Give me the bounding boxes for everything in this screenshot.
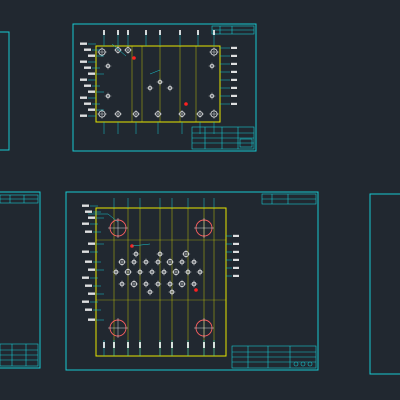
dimension-text [85,230,92,233]
title-block [231,345,317,369]
dimension-text [231,54,237,57]
dimension-text [231,62,237,65]
dimension-text [88,72,95,75]
dimension-text [231,94,237,97]
dimension-text [82,222,89,225]
dimension-text [80,42,87,45]
sheet-bottom-plate[interactable] [65,191,319,371]
red-point-marker [184,102,188,106]
leader-line [111,43,127,57]
dimension-text [139,342,141,348]
sheet-border [72,23,257,152]
dimension-text [82,300,89,303]
dimension-text [231,86,237,89]
dimension-text [159,342,161,348]
dimension-text [179,30,181,35]
dimension-text [231,46,237,49]
dimension-lines [82,198,239,356]
dimension-text [233,234,239,237]
dimension-text [84,66,91,69]
dimension-text [187,342,189,348]
dimension-text [88,216,95,219]
dimension-text [159,30,161,35]
title-block [191,126,255,150]
dimension-text [84,84,91,87]
dimension-text [103,30,105,35]
leader-line [149,69,161,75]
dimension-text [85,284,92,287]
dimension-text [213,30,215,35]
leader-line [131,243,151,247]
dimension-text [85,260,92,263]
dimension-text [145,30,147,35]
dimension-text [88,292,95,295]
plate-geometry [97,46,219,122]
dimension-text [88,242,95,245]
dimension-text [197,30,199,35]
sheet-border [65,191,319,371]
sheet-right-bottom-partial[interactable] [369,193,400,375]
plate-geometry [96,208,226,356]
dimension-text [117,30,119,35]
dimension-text [82,204,89,207]
sheet-top-plate[interactable] [72,23,257,152]
revision-strip [261,193,317,205]
dimension-text [171,342,173,348]
sheet-border [0,31,10,151]
dimension-text [82,250,89,253]
dimension-text [85,308,92,311]
dimension-text [233,258,239,261]
dimension-text [233,250,239,253]
sheet-left-bottom-partial[interactable] [0,191,41,369]
red-point-marker [132,56,136,60]
dimension-lines [80,30,237,134]
dimension-text [88,90,95,93]
dimension-text [213,342,215,348]
revision-strip [211,25,255,35]
dimension-text [80,114,87,117]
dimension-text [233,274,239,277]
dimension-text [88,318,95,321]
dimension-text [127,342,129,348]
dimension-text [231,70,237,73]
leader-line [107,213,119,223]
dimension-text [80,60,87,63]
plate-outline [95,207,227,357]
dimension-text [233,266,239,269]
dimension-text [82,276,89,279]
dimension-text [80,78,87,81]
dimension-text [80,96,87,99]
dimension-text [103,342,105,348]
red-point-marker [194,288,198,292]
dimension-text [88,108,95,111]
revision-strip [0,194,39,204]
dimension-text [88,54,95,57]
dimension-text [231,102,237,105]
dimension-text [84,102,91,105]
dimension-text [85,210,92,213]
dimension-text [127,30,129,35]
dimension-text [233,242,239,245]
dimension-text [88,268,95,271]
dimension-text [231,78,237,81]
sheet-border [369,193,400,375]
title-block [0,343,39,367]
sheet-border [0,191,41,369]
dimension-text [84,48,91,51]
sheet-left-top-partial[interactable] [0,31,10,151]
dimension-text [203,342,205,348]
dimension-text [113,342,115,348]
